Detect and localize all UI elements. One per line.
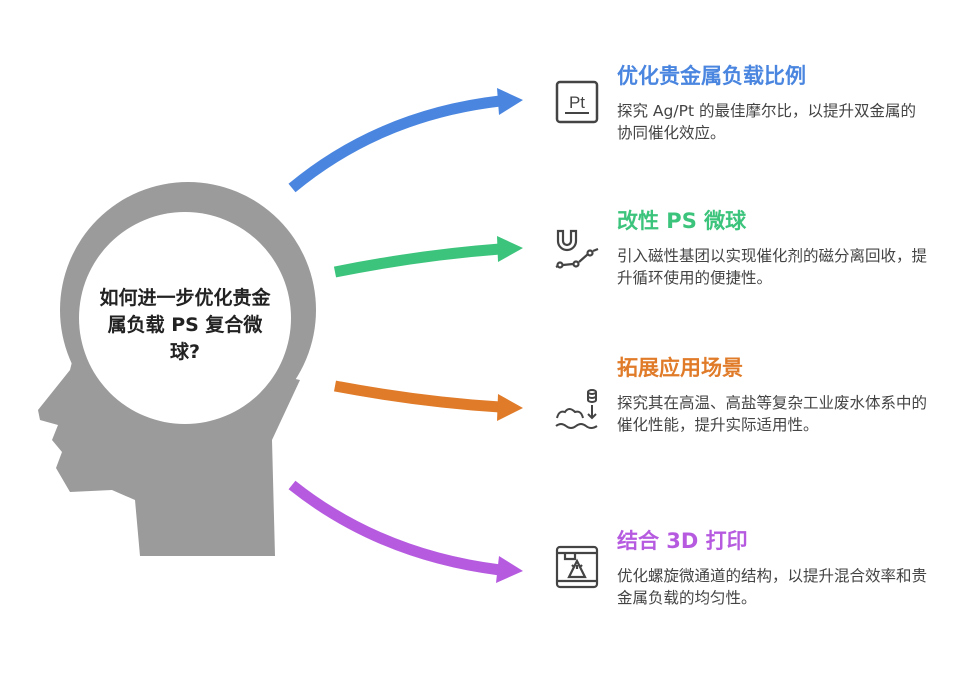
arrow-2 xyxy=(333,243,501,278)
magnet-icon xyxy=(555,227,599,271)
arrowhead-1 xyxy=(497,88,523,115)
arrow-1 xyxy=(288,95,501,193)
arrowhead-3 xyxy=(497,394,523,421)
item-title: 改性 PS 微球 xyxy=(617,209,747,233)
item-description: 优化螺旋微通道的结构，以提升混合效率和贵金属负载的均匀性。 xyxy=(617,567,928,607)
item-title: 优化贵金属负载比例 xyxy=(617,64,806,88)
arrowhead-2 xyxy=(497,236,523,262)
3d-printer-icon xyxy=(555,545,599,589)
item-title: 拓展应用场景 xyxy=(617,356,743,380)
industrial-water-icon xyxy=(555,388,599,432)
item-description: 引入磁性基团以实现催化剂的磁分离回收，提升循环使用的便捷性。 xyxy=(617,247,928,287)
pt-element-icon: Pt xyxy=(555,80,599,124)
arrow-3 xyxy=(333,380,501,413)
central-question: 如何进一步优化贵金属负载 PS 复合微球? xyxy=(99,287,271,363)
arrow-4 xyxy=(288,480,501,576)
item-description: 探究其在高温、高盐等复杂工业废水体系中的催化性能，提升实际适用性。 xyxy=(617,394,928,434)
item-title: 结合 3D 打印 xyxy=(617,529,748,553)
item-description: 探究 Ag/Pt 的最佳摩尔比，以提升双金属的协同催化效应。 xyxy=(617,102,916,142)
svg-text:Pt: Pt xyxy=(569,93,585,112)
arrowhead-4 xyxy=(496,556,523,583)
thought-circle xyxy=(79,212,291,424)
